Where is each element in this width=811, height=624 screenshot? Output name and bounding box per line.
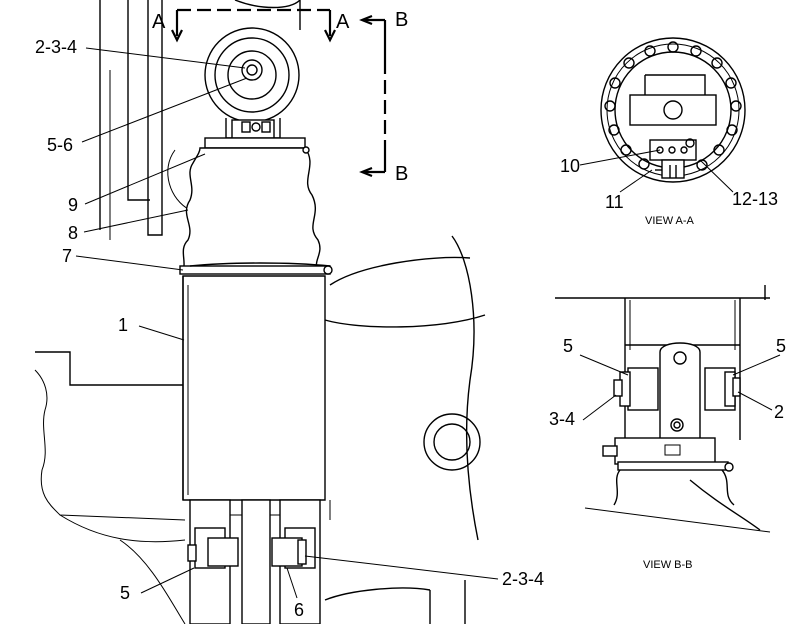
leader-lines-view-a (579, 149, 734, 193)
rubber-boot (179, 137, 333, 275)
callout-6-bottom: 6 (294, 600, 304, 620)
callout-2-3-4-top: 2-3-4 (35, 37, 77, 57)
section-marker-a-left: A (152, 11, 166, 33)
callout-1: 1 (118, 315, 128, 335)
leader-lines-view-b (579, 354, 781, 421)
callout-7: 7 (62, 246, 72, 266)
section-marker-a-right: A (336, 11, 350, 33)
callout-5-bb-right: 5 (776, 336, 786, 356)
view-a-a-title: VIEW A-A (645, 215, 695, 227)
callout-3-4-bb: 3-4 (549, 409, 575, 429)
view-b-b-title: VIEW B-B (643, 559, 693, 571)
callout-10: 10 (560, 156, 580, 176)
flange-bolt-holes (604, 41, 742, 171)
section-marker-b-top: B (395, 9, 408, 31)
callout-12-13: 12-13 (732, 189, 778, 209)
view-b-b-drawing (555, 285, 771, 533)
cylinder-body (182, 275, 326, 501)
callout-2-3-4-bottom: 2-3-4 (502, 569, 544, 589)
pulley-assembly (204, 27, 300, 139)
callout-5-bb-left: 5 (563, 336, 573, 356)
callout-9: 9 (68, 195, 78, 215)
clevis-bottom (187, 499, 321, 624)
callout-5-6: 5-6 (47, 135, 73, 155)
section-marker-b-bottom: B (395, 163, 408, 185)
callout-2-bb: 2 (774, 402, 784, 422)
callout-8: 8 (68, 223, 78, 243)
callout-11: 11 (605, 192, 624, 212)
callout-5-bottom: 5 (120, 583, 130, 603)
section-line-a (171, 8, 336, 43)
view-a-a-drawing (600, 37, 746, 183)
section-line-b (359, 14, 387, 178)
frame-outline (34, 0, 486, 624)
leader-lines-main (75, 47, 499, 599)
